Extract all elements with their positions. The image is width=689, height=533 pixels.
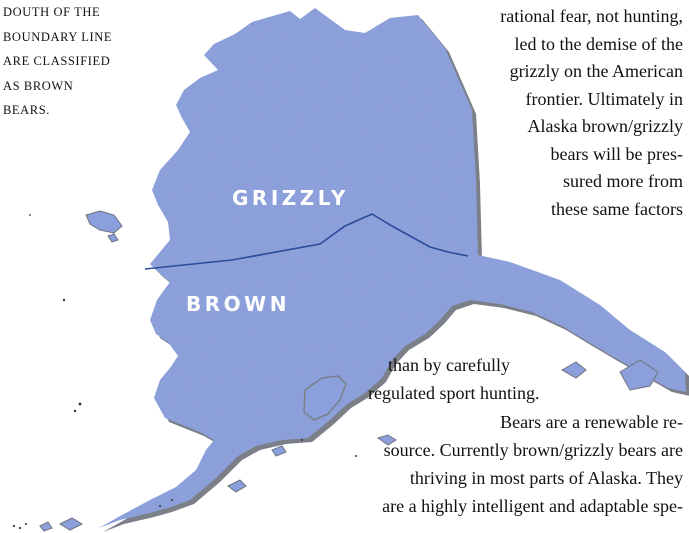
right-line-2: led to the demise of the — [514, 33, 683, 54]
right-line-8: these same factors — [551, 198, 683, 219]
right-line-7: sured more from — [563, 171, 683, 191]
right-line-1: rational fear, not hunting, — [500, 6, 683, 26]
right-line-4: frontier. Ultimately in — [525, 88, 683, 109]
caption-line-1: DOUTH OF THE — [3, 0, 153, 25]
bottom-line-2: regulated sport hunting. — [368, 383, 540, 403]
body-text-right: rational fear, not hunting, led to the d… — [433, 3, 683, 223]
caption-line-5: BEARS. — [3, 103, 51, 117]
bottom-line-5: thriving in most parts of Alaska. They — [409, 468, 683, 488]
bottom-line-4: source. Currently brown/grizzly bears ar… — [383, 440, 683, 460]
bottom-line-6: are a highly intelligent and adaptable s… — [382, 496, 683, 516]
islands — [39, 210, 659, 532]
right-line-3: grizzly on the American — [509, 61, 683, 81]
map-caption: DOUTH OF THE BOUNDARY LINE ARE CLASSIFIE… — [3, 0, 159, 123]
caption-line-3: ARE CLASSIFIED — [3, 54, 111, 68]
caption-line-4: AS BROWN — [3, 78, 74, 93]
label-brown: BROWN — [186, 292, 290, 316]
mainland — [99, 8, 686, 528]
right-line-5: Alaska brown/grizzly — [527, 116, 683, 136]
label-grizzly: GRIZZLY — [232, 186, 349, 210]
right-line-6: bears will be pres- — [550, 143, 683, 164]
kodiak-island — [303, 375, 347, 421]
speckle-dots — [12, 214, 357, 530]
caption-line-2: BOUNDARY LINE — [3, 29, 113, 44]
caption-line-1-text: DOUTH OF THE — [3, 5, 101, 19]
bottom-line-1: than by carefully — [388, 355, 510, 375]
boundary-line — [144, 213, 469, 270]
bottom-line-3: Bears are a renewable re- — [500, 412, 683, 432]
